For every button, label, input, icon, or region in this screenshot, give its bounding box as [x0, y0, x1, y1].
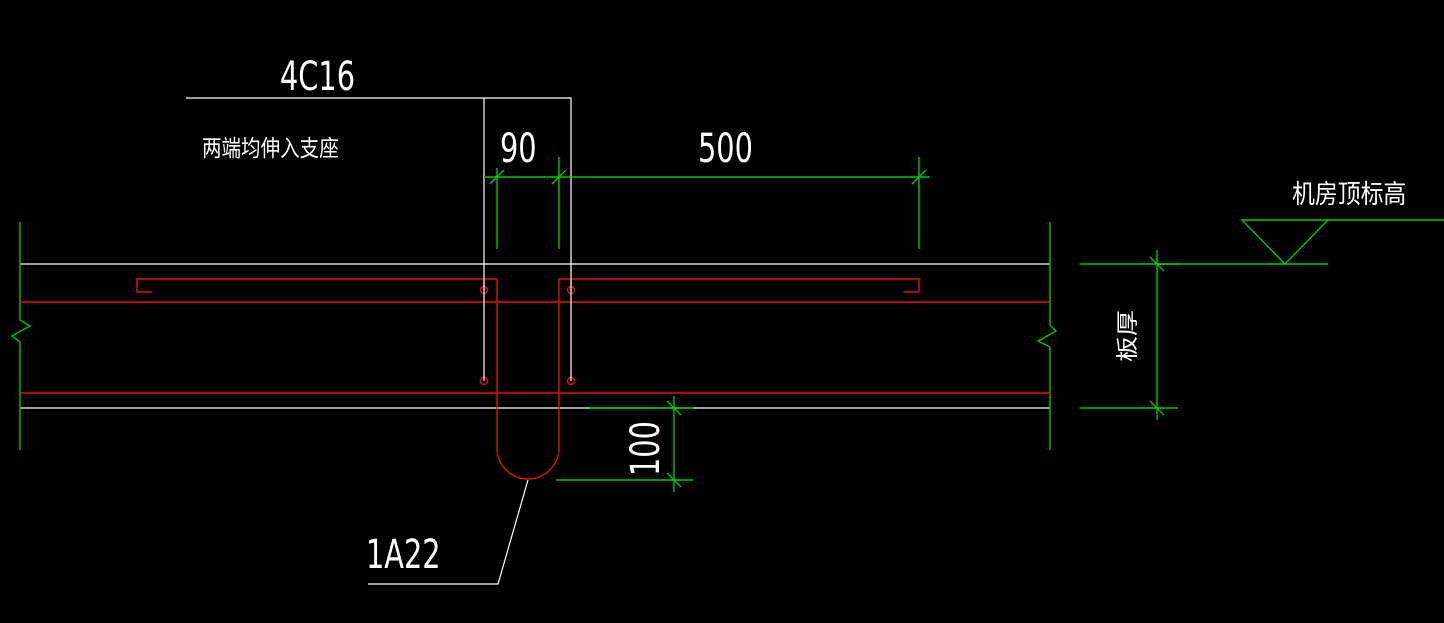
tick-100-bottom [666, 472, 682, 488]
elevation-symbol [1157, 219, 1444, 266]
thk-tick-bottom [1149, 400, 1165, 416]
slab-thickness-label: 板厚 [1115, 310, 1141, 362]
dim-500-label: 500 [698, 124, 753, 171]
right-break-line [1036, 222, 1058, 450]
hook-bar-leader [368, 479, 529, 585]
elevation-label: 机房顶标高 [1292, 179, 1406, 210]
top-rebar-leader [186, 97, 572, 381]
leaders [186, 97, 572, 585]
hook-bar-label: 1A22 [366, 530, 441, 577]
slab-outline [20, 263, 1050, 409]
tick-100-top [666, 400, 682, 416]
left-break-line [10, 222, 32, 450]
dim-100-label: 100 [621, 421, 668, 476]
tick-559 [551, 169, 567, 185]
top-rebar-label: 4C16 [280, 52, 355, 99]
top-bar-left [136, 278, 485, 293]
rebar-group [20, 278, 1050, 480]
tick-919 [911, 169, 927, 185]
u-hook-bar [484, 278, 571, 480]
anchorage-note: 两端均伸入支座 [202, 136, 339, 163]
top-bar-right [570, 278, 920, 293]
elevation-triangle [1240, 219, 1444, 266]
break-lines [10, 222, 1058, 450]
dim-90-label: 90 [500, 124, 537, 171]
tick-497 [489, 169, 505, 185]
dimensions [484, 157, 1178, 492]
